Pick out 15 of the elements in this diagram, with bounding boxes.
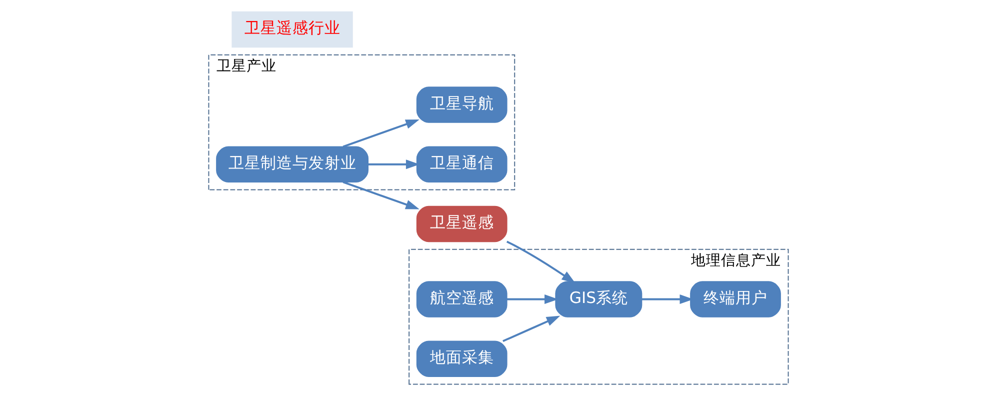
arrow — [642, 294, 694, 304]
node-box: 卫星制造与发射业 — [216, 146, 369, 182]
arrow — [342, 181, 420, 210]
node-box: 地面采集 — [416, 340, 508, 377]
node-box: 卫星导航 — [416, 86, 508, 123]
node-box: GIS系统 — [555, 281, 642, 318]
node-box: 航空遥感 — [416, 281, 508, 318]
node-box: 卫星遥感行业 — [232, 11, 353, 48]
arrow — [342, 120, 420, 148]
node-box: 终端用户 — [690, 281, 781, 318]
arrow — [506, 240, 576, 284]
arrow — [502, 316, 560, 342]
arrow — [507, 294, 558, 304]
node-box: 卫星通信 — [416, 146, 508, 182]
node-box: 卫星遥感 — [416, 206, 508, 242]
